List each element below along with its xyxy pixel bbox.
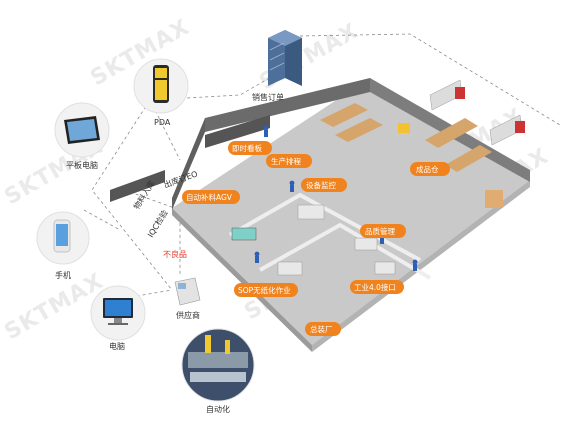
automation-label: 自动化	[206, 404, 230, 414]
svg-text:生产排程: 生产排程	[271, 156, 301, 166]
svg-text:工业4.0接口: 工业4.0接口	[354, 282, 396, 292]
connection-lines	[83, 33, 561, 301]
module-assembly: 总装厂	[305, 322, 341, 336]
svg-text:成品仓: 成品仓	[416, 164, 439, 174]
iqc-label: IQC检验	[145, 208, 170, 239]
sales-order-label: 销售订单	[252, 92, 284, 102]
module-production-schedule: 生产排程	[266, 154, 312, 168]
svg-text:品质管理: 品质管理	[365, 226, 395, 236]
supplier-label: 供应商	[176, 310, 200, 320]
svg-text:设备监控: 设备监控	[306, 180, 336, 190]
automation-photo: 自动化	[181, 328, 255, 414]
module-auto-agv: 自动补料AGV	[182, 190, 240, 204]
device-computer: 电脑	[90, 285, 146, 351]
phone-label: 手机	[55, 270, 71, 280]
module-equipment-monitor: 设备监控	[301, 178, 347, 192]
office-building-icon	[268, 30, 302, 86]
svg-text:即时看板: 即时看板	[232, 143, 262, 153]
device-tablet: 平板电脑	[54, 102, 110, 170]
tablet-label: 平板电脑	[66, 160, 98, 170]
svg-text:自动补料AGV: 自动补料AGV	[186, 192, 233, 202]
svg-text:SOP无纸化作业: SOP无纸化作业	[238, 285, 291, 295]
supplier-van-icon: 供应商	[174, 277, 201, 320]
module-quality-mgmt: 品质管理	[360, 224, 406, 238]
defective-label: 不良品	[163, 249, 187, 259]
module-industry-api: 工业4.0接口	[350, 280, 404, 294]
svg-text:总装厂: 总装厂	[310, 324, 333, 334]
computer-label: 电脑	[109, 341, 125, 351]
module-sop: SOP无纸化作业	[234, 283, 298, 297]
pda-label: PDA	[154, 118, 171, 127]
truck-icon	[429, 79, 525, 146]
device-pda: PDA	[133, 58, 189, 127]
factory-building	[110, 78, 530, 352]
module-realtime-board: 即时看板	[228, 141, 272, 155]
module-finished-goods: 成品仓	[410, 162, 450, 176]
device-phone: 手机	[36, 211, 90, 280]
